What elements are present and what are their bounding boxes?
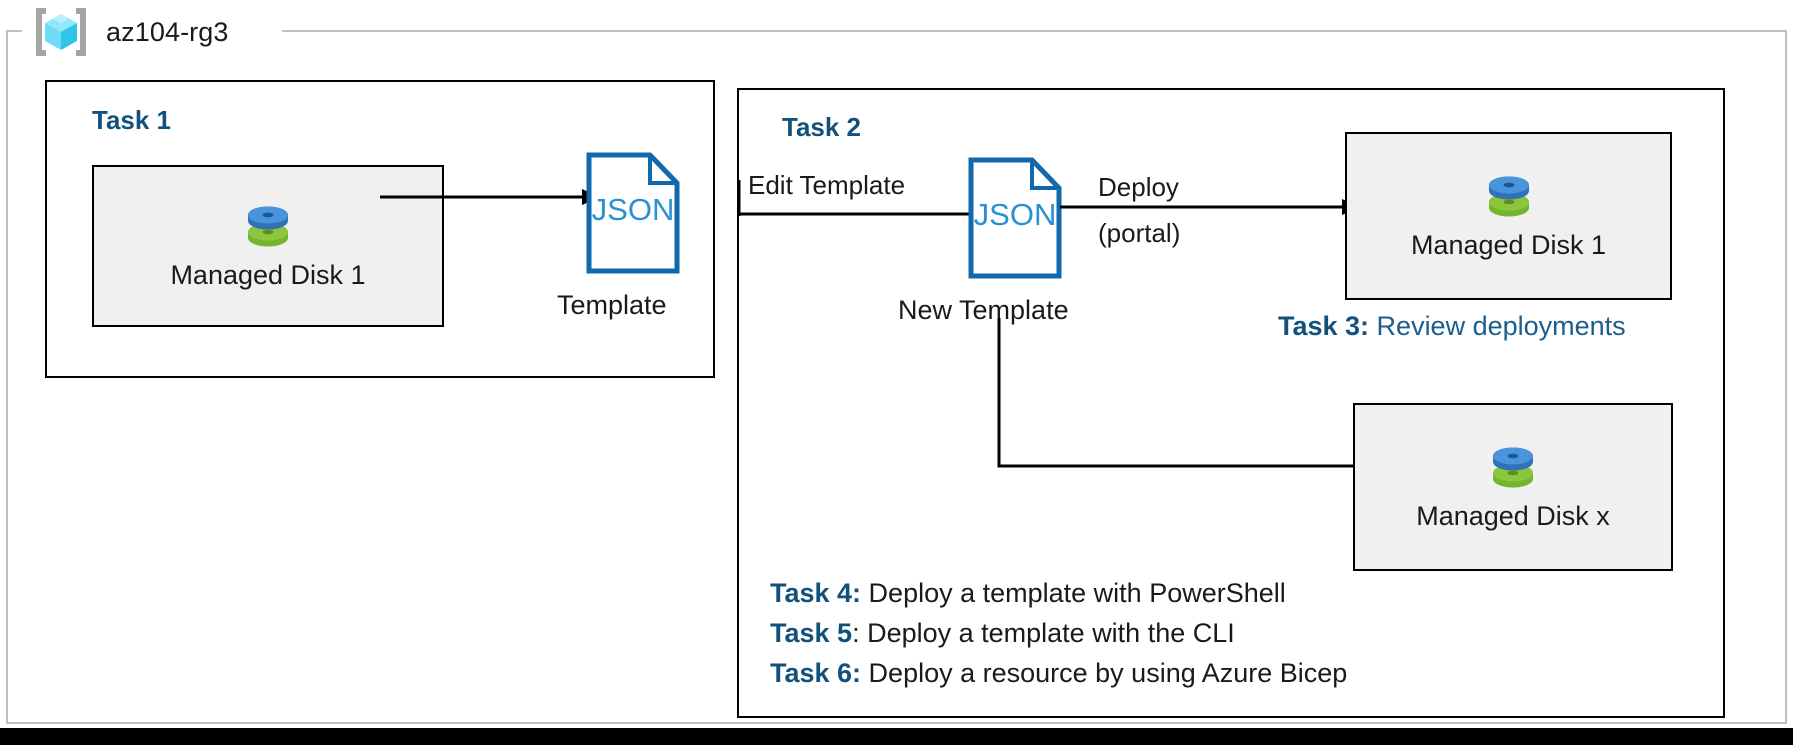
task-2-heading: Task 2: [782, 112, 862, 142]
managed-disk-icon: [1493, 447, 1533, 487]
new-template-caption: New Template: [898, 295, 1069, 325]
arrow-deploy-to-managed-disk-x: [997, 318, 1372, 474]
resource-group-name: az104-rg3: [106, 16, 229, 47]
resource-label: Managed Disk x: [1416, 500, 1610, 531]
task-6-note: Task 6: Deploy a resource by using Azure…: [770, 660, 1347, 687]
resource-group-cube-icon: [36, 8, 86, 56]
resource-managed-disk-1-deployed: Managed Disk 1: [1345, 132, 1672, 300]
managed-disk-icon: [1488, 176, 1529, 216]
resource-label: Managed Disk 1: [170, 259, 366, 290]
task-5-note: Task 5: Deploy a template with the CLI: [770, 620, 1235, 647]
task-6-body: Deploy a resource by using Azure Bicep: [861, 658, 1348, 688]
task-5-tag: Task 5: [770, 618, 853, 648]
json-new-template-file: JSON: [968, 157, 1062, 279]
json-file-icon: JSON: [968, 157, 1062, 279]
json-file-type-label: JSON: [592, 192, 675, 227]
bottom-bar: [0, 728, 1793, 745]
task-5-body: : Deploy a template with the CLI: [852, 618, 1235, 648]
managed-disk-icon: [248, 206, 288, 246]
resource-managed-disk-x: Managed Disk x: [1353, 403, 1673, 571]
edge-label-edit-template: Edit Template: [748, 170, 906, 200]
resource-group-frame: [6, 30, 1787, 724]
json-template-file: JSON: [586, 152, 680, 274]
resource-group-header: az104-rg3: [30, 2, 228, 62]
task-4-note: Task 4: Deploy a template with PowerShel…: [770, 580, 1286, 607]
task-4-body: Deploy a template with PowerShell: [861, 578, 1286, 608]
arrow-disk-to-template: [380, 189, 600, 205]
edge-label-deploy: Deploy: [1098, 172, 1179, 202]
task-6-tag: Task 6:: [770, 658, 862, 688]
task-3-tag: Task 3:: [1278, 311, 1370, 341]
task-4-tag: Task 4:: [770, 578, 862, 608]
resource-label: Managed Disk 1: [1410, 229, 1607, 260]
resource-managed-disk-1-source: Managed Disk 1: [92, 165, 444, 327]
task-1-heading: Task 1: [92, 105, 172, 135]
json-file-type-label: JSON: [974, 197, 1057, 232]
template-caption: Template: [557, 290, 667, 320]
task-3-note: Task 3: Review deployments: [1278, 313, 1626, 340]
edge-label-deploy-portal: (portal): [1098, 218, 1181, 248]
json-file-icon: JSON: [586, 152, 680, 274]
task-3-body: Review deployments: [1369, 311, 1626, 341]
